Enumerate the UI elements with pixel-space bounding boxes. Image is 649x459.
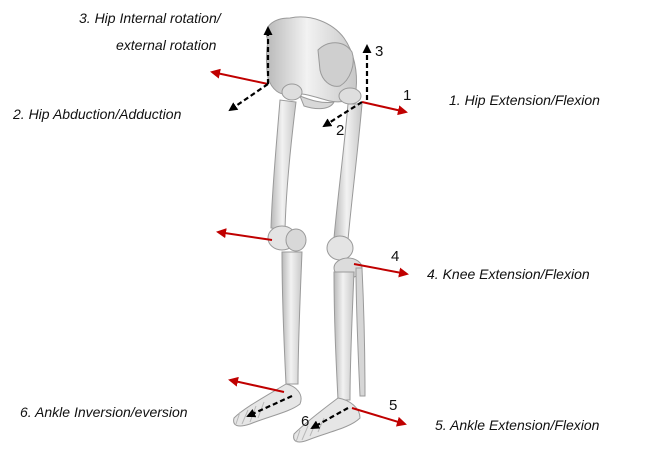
femur-bones bbox=[271, 100, 362, 240]
red-axis-arrows bbox=[212, 72, 407, 424]
hip-right-red-arrow bbox=[362, 102, 406, 112]
marker-2: 2 bbox=[336, 123, 344, 138]
hip-left-red-arrow bbox=[212, 72, 268, 84]
knee-extension-label: 4. Knee Extension/Flexion bbox=[427, 266, 590, 283]
hip-rotation-label-line2: external rotation bbox=[116, 37, 216, 54]
shin-bones bbox=[282, 252, 365, 400]
hip-rotation-label-line1: 3. Hip Internal rotation/ bbox=[79, 10, 221, 27]
pelvis bbox=[266, 17, 361, 109]
marker-4: 4 bbox=[391, 249, 399, 264]
ankle-left-red-arrow bbox=[230, 380, 284, 392]
ankle-inversion-label: 6. Ankle Inversion/eversion bbox=[20, 404, 188, 421]
hip-left-diagonal-dashed-arrow bbox=[230, 84, 268, 110]
marker-5: 5 bbox=[389, 398, 397, 413]
marker-1: 1 bbox=[403, 88, 411, 103]
ankle-extension-label: 5. Ankle Extension/Flexion bbox=[435, 417, 599, 434]
hip-extension-label: 1. Hip Extension/Flexion bbox=[449, 92, 600, 109]
knee-left-red-arrow bbox=[218, 232, 272, 240]
marker-3: 3 bbox=[375, 44, 383, 59]
hip-abduction-label: 2. Hip Abduction/Adduction bbox=[13, 106, 181, 123]
marker-6: 6 bbox=[301, 414, 309, 429]
